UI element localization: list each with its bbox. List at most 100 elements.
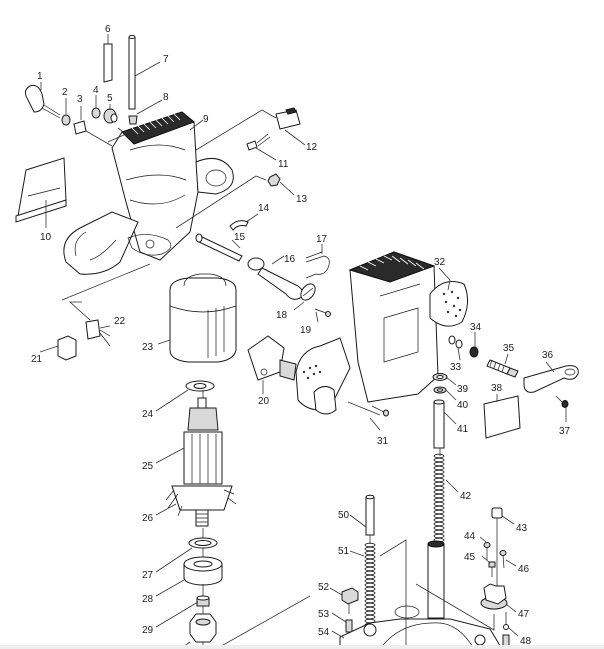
part-11-carbon-brush: [246, 133, 271, 151]
label-part-4: 4: [93, 85, 99, 96]
label-part-11: 11: [278, 159, 289, 170]
part-24-ball-bearing: [185, 380, 215, 392]
spring-coil: [364, 562, 376, 568]
spring-coil: [433, 461, 445, 467]
part-29-collet-cone: [196, 595, 210, 607]
label-part-9: 9: [203, 114, 209, 125]
label-part-31: 31: [377, 436, 389, 447]
label-part-37: 37: [559, 426, 571, 437]
part-6-label-strip: [103, 43, 113, 83]
label-part-2: 2: [62, 87, 68, 98]
label-part-47: 47: [518, 609, 530, 620]
label-part-5: 5: [107, 93, 113, 104]
spring-coil: [364, 566, 376, 572]
part-collet-nut: [189, 613, 217, 643]
part-37-pan-head-screw: [555, 395, 569, 408]
spring-coil: [433, 517, 445, 523]
part-53-spring: [345, 619, 353, 633]
label-part-36: 36: [542, 350, 554, 361]
spring-coil: [433, 473, 445, 479]
label-part-17: 17: [316, 234, 328, 245]
spring-coil: [364, 574, 376, 580]
part-38-name-plate: [483, 395, 521, 439]
part-27-washer: [188, 537, 218, 549]
part-1-wing-knob-bolt: [24, 84, 61, 119]
label-part-41: 41: [457, 424, 469, 435]
label-part-34: 34: [470, 322, 482, 333]
label-part-33: 33: [450, 362, 462, 373]
part-20-switch: [247, 335, 297, 381]
part-52-wing-bolt: [341, 587, 359, 614]
label-part-1: 1: [37, 71, 43, 82]
spring-coil: [433, 489, 445, 495]
label-part-21: 21: [31, 354, 43, 365]
label-part-16: 16: [284, 254, 296, 265]
label-part-51: 51: [338, 546, 350, 557]
label-part-26: 26: [142, 513, 154, 524]
label-part-43: 43: [516, 523, 528, 534]
part-48-steel-ball: [503, 624, 509, 630]
part-23-field-stator: [169, 273, 237, 363]
part-10-dust-guard: [15, 157, 67, 223]
spring-coil: [433, 509, 445, 515]
part-base: [339, 540, 503, 649]
part-17-spring-clip: [305, 251, 330, 279]
spring-coil: [433, 453, 445, 459]
label-part-44: 44: [464, 531, 476, 542]
spring-coil: [364, 594, 376, 600]
label-part-42: 42: [460, 491, 472, 502]
label-part-40: 40: [457, 400, 469, 411]
label-part-45: 45: [464, 552, 476, 563]
spring-coil: [364, 610, 376, 616]
spring-coil: [433, 477, 445, 483]
part-28-ball-bearing: [183, 556, 223, 586]
part-4-washer: [91, 107, 101, 119]
label-part-20: 20: [258, 396, 270, 407]
label-part-8: 8: [163, 92, 169, 103]
part-42-compression-spring: [433, 453, 445, 543]
spring-coil: [364, 550, 376, 556]
part-43-stopper-screw: [491, 507, 503, 590]
spring-coil: [364, 558, 376, 564]
part-33-ring-spacers: [448, 335, 463, 349]
label-part-15: 15: [234, 232, 246, 243]
spring-coil: [433, 525, 445, 531]
spring-coil: [364, 546, 376, 552]
part-22-noise-suppressor: [85, 319, 111, 347]
part-36-lock-lever: [523, 365, 579, 393]
part-2-washer: [61, 114, 71, 126]
bottom-edge: [0, 645, 604, 649]
part-45-screw: [488, 561, 496, 577]
part-25-armature: [183, 397, 223, 485]
spring-coil: [433, 501, 445, 507]
label-part-14: 14: [258, 203, 270, 214]
part-8-bushing: [128, 115, 138, 125]
spring-coil: [433, 485, 445, 491]
spring-coil: [433, 533, 445, 539]
label-part-29: 29: [142, 625, 154, 636]
label-part-39: 39: [457, 384, 469, 395]
label-part-48: 48: [520, 636, 532, 647]
part-35-threaded-shaft: [486, 359, 519, 378]
part-50-pole: [365, 494, 375, 536]
label-part-13: 13: [296, 194, 308, 205]
part-18-strain-relief: [300, 283, 316, 301]
part-39-washer: [432, 373, 448, 381]
part-47-stopper-block: [480, 583, 508, 610]
spring-coil: [364, 614, 376, 620]
spring-coil: [433, 505, 445, 511]
part-13-hex-nut: [267, 173, 281, 187]
label-part-22: 22: [114, 316, 126, 327]
spring-coil: [364, 590, 376, 596]
spring-coil: [433, 465, 445, 471]
spring-coil: [364, 582, 376, 588]
part-12-brush-holder: [275, 107, 301, 130]
spring-coil: [433, 513, 445, 519]
label-part-52: 52: [318, 582, 330, 593]
spring-coil: [433, 481, 445, 487]
spring-coil: [433, 457, 445, 463]
part-44-screw: [483, 542, 491, 560]
spring-coil: [364, 602, 376, 608]
label-part-7: 7: [163, 54, 169, 65]
spring-coil: [364, 598, 376, 604]
